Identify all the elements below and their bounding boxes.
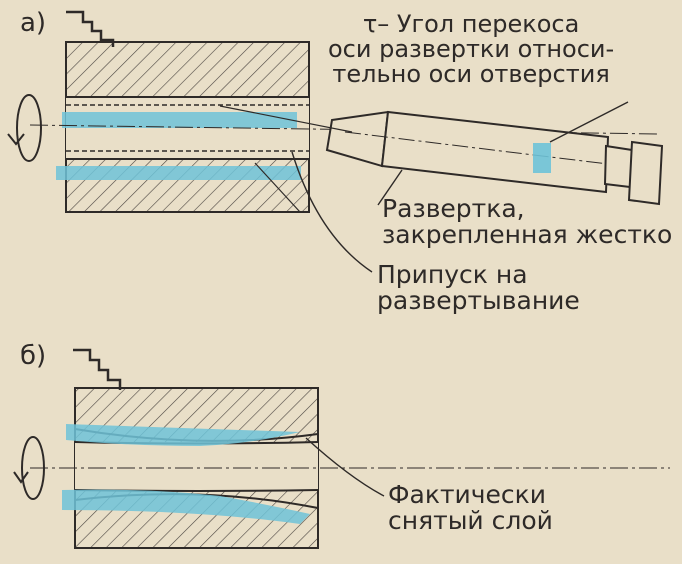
blue-removed-layer-b bbox=[62, 424, 310, 524]
step-mark-icon bbox=[73, 348, 122, 390]
blue-allowance-bands-a bbox=[56, 112, 301, 180]
rotation-arrow-icon bbox=[7, 94, 42, 162]
allowance-label: Припуск на развертывание bbox=[377, 260, 580, 315]
part-b-marker: б) bbox=[20, 341, 47, 371]
workpiece-b bbox=[74, 387, 319, 549]
leader-lines-a bbox=[219, 101, 629, 273]
part-a-marker: а) bbox=[20, 8, 47, 38]
step-mark-icon bbox=[66, 10, 115, 47]
rotation-arrow-icon bbox=[13, 436, 45, 500]
skew-angle-label: τ– Угол перекоса оси развертки относи- т… bbox=[328, 10, 615, 88]
reamer-tool bbox=[325, 110, 664, 206]
reamer-label: Развертка, закрепленная жестко bbox=[382, 194, 673, 249]
leader-lines-b bbox=[305, 437, 385, 497]
removed-layer-label: Фактически снятый слой bbox=[388, 480, 553, 535]
